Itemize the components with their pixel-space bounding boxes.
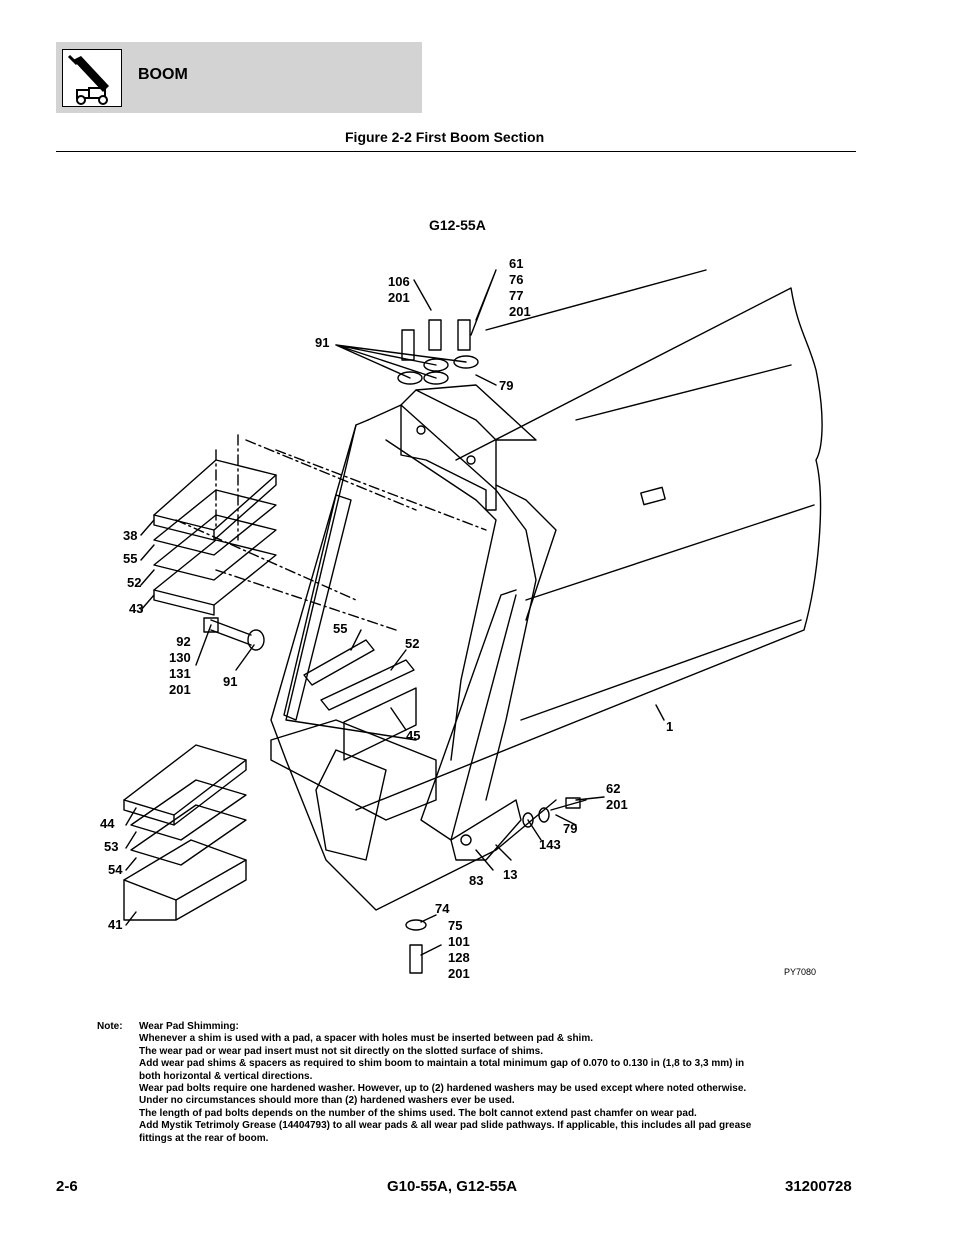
model-label: G12-55A [429, 217, 486, 233]
callout-55-inner: 55 [333, 621, 348, 636]
note-line: Add wear pad shims & spacers as required… [139, 1058, 745, 1070]
boom-section-drawing [123, 269, 823, 974]
callout-91: 91 [315, 335, 330, 350]
callout-45: 45 [406, 728, 421, 743]
note-line: The length of pad bolts depends on the n… [139, 1107, 697, 1119]
note-line: both horizontal & vertical directions. [139, 1070, 313, 1082]
doc-number: 31200728 [785, 1178, 852, 1195]
figure-title: Figure 2-2 First Boom Section [345, 129, 545, 145]
callout-83: 83 [469, 873, 484, 888]
callout-79-pin: 79 [563, 821, 578, 836]
callout-13: 13 [503, 867, 518, 882]
callout-1: 1 [666, 719, 674, 734]
note-line: Wear pad bolts require one hardened wash… [139, 1083, 747, 1095]
callout-55: 55 [123, 551, 138, 566]
callout-44: 44 [100, 816, 115, 831]
callout-74: 74 [435, 901, 450, 916]
note-label: Note: [97, 1021, 123, 1032]
note-line: Under no circumstances should more than … [139, 1095, 515, 1107]
callout-91-washer: 91 [223, 674, 238, 689]
drawing-code: PY7080 [784, 967, 817, 977]
callout-52: 52 [127, 575, 142, 590]
footer-models: G10-55A, G12-55A [387, 1178, 518, 1195]
header-divider [56, 151, 856, 152]
callout-43: 43 [129, 601, 144, 616]
callout-79: 79 [499, 378, 514, 393]
telehandler-icon [62, 49, 122, 107]
page-number: 2-6 [56, 1178, 78, 1195]
note-line: Whenever a shim is used with a pad, a sp… [139, 1033, 594, 1045]
callout-143: 143 [539, 837, 561, 852]
note-line: Wear Pad Shimming: [139, 1021, 239, 1032]
callout-53: 53 [104, 839, 119, 854]
note-line: fittings at the rear of boom. [139, 1132, 269, 1144]
callout-54: 54 [108, 862, 123, 877]
note-line: The wear pad or wear pad insert must not… [139, 1045, 543, 1057]
callout-41: 41 [108, 917, 123, 932]
notes-block: Wear Pad Shimming:Whenever a shim is use… [139, 1021, 829, 1145]
section-header: BOOM [56, 42, 422, 113]
callout-38: 38 [123, 528, 138, 543]
note-line: Add Mystik Tetrimoly Grease (14404793) t… [139, 1120, 752, 1132]
section-title: BOOM [138, 66, 188, 83]
callout-52-inner: 52 [405, 636, 420, 651]
